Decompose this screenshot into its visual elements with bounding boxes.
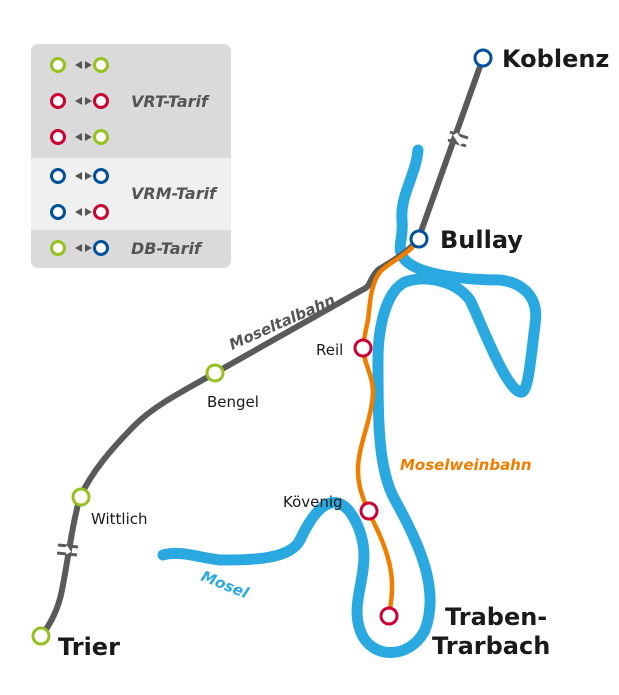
track-break-icon <box>57 543 79 549</box>
mosel-river <box>157 144 542 658</box>
label-trarbach: Trarbach <box>432 632 550 660</box>
station-bengel[interactable] <box>205 363 225 383</box>
legend-row-red-green <box>50 129 109 145</box>
track-break-gap <box>452 132 465 146</box>
label-reil: Reil <box>316 341 343 359</box>
bidirectional-arrow-icon <box>75 97 92 105</box>
green-station-icon <box>50 240 66 256</box>
blue-station-icon <box>50 204 66 220</box>
track-break-gap <box>62 545 72 555</box>
legend-db-label: DB-Tarif <box>131 239 203 258</box>
station-kovenig[interactable] <box>359 501 379 521</box>
mainline-track <box>38 55 486 639</box>
green-station-icon <box>93 57 109 73</box>
red-station-icon <box>50 93 66 109</box>
station-reil[interactable] <box>353 338 373 358</box>
station-trier[interactable] <box>31 626 51 646</box>
red-station-icon <box>50 129 66 145</box>
label-traben: Traben- <box>445 603 547 631</box>
legend-vrm-bg <box>31 158 231 230</box>
station-koblenz[interactable] <box>473 48 493 68</box>
green-station-icon <box>93 129 109 145</box>
station-wittlich[interactable] <box>71 487 91 507</box>
legend-row-blue-red <box>50 204 109 220</box>
track-break-marks <box>56 130 469 557</box>
blue-station-icon <box>93 168 109 184</box>
green-station-icon <box>50 57 66 73</box>
blue-station-icon <box>93 240 109 256</box>
station-traben-trarbach[interactable] <box>379 606 399 626</box>
legend-vrt-label: VRT-Tarif <box>131 92 210 111</box>
red-station-icon <box>93 204 109 220</box>
legend-db-bg <box>31 230 231 268</box>
track-break-icon <box>449 130 469 140</box>
legend-vrt-bg <box>31 44 231 158</box>
label-kovenig: Kövenig <box>283 493 343 511</box>
label-bullay: Bullay <box>440 226 523 254</box>
label-bengel: Bengel <box>207 393 259 411</box>
legend: VRT-Tarif VRM-Tarif DB-Tarif <box>31 44 231 268</box>
bidirectional-arrow-icon <box>75 208 92 216</box>
stations <box>31 48 493 646</box>
bidirectional-arrow-icon <box>75 172 92 180</box>
track-break-icon <box>447 138 467 148</box>
label-trier: Trier <box>58 633 120 661</box>
legend-vrm-label: VRM-Tarif <box>131 184 218 203</box>
bidirectional-arrow-icon <box>75 244 92 252</box>
bidirectional-arrow-icon <box>75 133 92 141</box>
label-mosel: Mosel <box>199 567 252 603</box>
label-koblenz: Koblenz <box>502 45 609 73</box>
legend-row-green-green <box>50 57 109 73</box>
moselweinbahn-track <box>355 237 421 618</box>
legend-row-blue-blue <box>50 168 109 184</box>
red-station-icon <box>93 93 109 109</box>
station-bullay[interactable] <box>409 229 429 249</box>
bidirectional-arrow-icon <box>75 61 92 69</box>
legend-row-green-blue <box>50 240 109 256</box>
label-moselweinbahn: Moselweinbahn <box>400 456 532 474</box>
blue-station-icon <box>50 168 66 184</box>
label-wittlich: Wittlich <box>91 510 148 528</box>
legend-row-red-red <box>50 93 109 109</box>
